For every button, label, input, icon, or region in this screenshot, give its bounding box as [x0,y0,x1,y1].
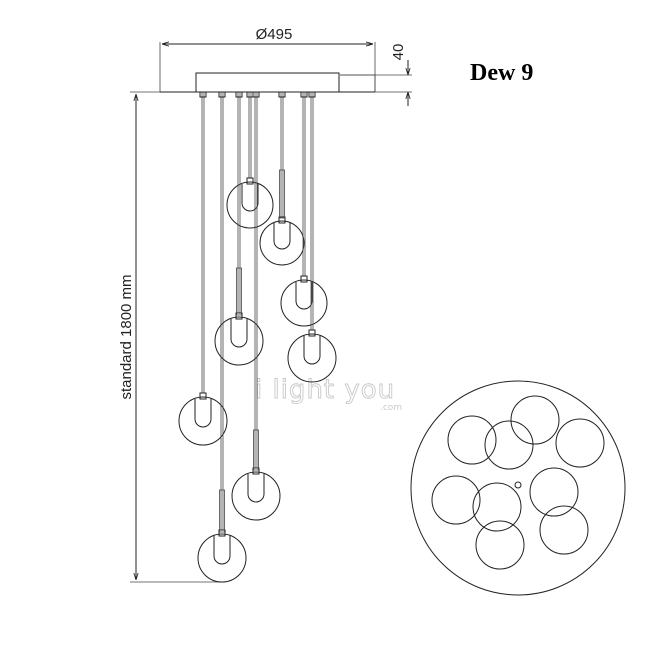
plan-globe-4 [555,418,605,468]
canopy [160,72,376,93]
globe [287,333,337,383]
plan-globe-8 [539,505,589,555]
pendant-6 [178,91,228,446]
watermark: i light you .com [255,375,403,413]
pendant-7 [231,91,281,521]
diameter-label: Ø495 [256,26,293,43]
plan-globe-9 [475,520,525,570]
height-label: 40 [390,44,407,61]
globe [259,220,305,266]
diameter-dimension: Ø495 [159,26,376,92]
plan-globe-1 [447,415,497,465]
pendant-2 [259,91,305,266]
globe [178,396,228,446]
plan-view [410,380,626,596]
globe [197,533,247,583]
plan-globe-6 [472,482,522,532]
globe [231,471,281,521]
plan-canopy-circle [410,380,626,596]
globe [214,316,264,366]
plan-globe-3 [484,420,534,470]
drop-dimension: standard 1800 mm [118,91,222,583]
product-title: Dew 9 [470,60,533,86]
globe [280,279,328,327]
watermark-domain: .com [380,403,402,413]
cable-sleeve [279,169,285,219]
plan-center-dot [514,481,522,489]
cable-sleeve [236,267,242,316]
globe [226,181,274,229]
drop-label: standard 1800 mm [118,274,135,399]
plan-globe-2 [510,395,560,445]
pendant-group [178,91,337,583]
pendant-1 [226,91,274,229]
cable-sleeve [253,429,259,471]
pendant-5 [287,91,337,383]
pendant-8 [197,91,247,583]
plan-globe-7 [529,467,579,517]
pendant-4 [214,91,264,366]
plan-globe-5 [431,475,481,525]
watermark-text: i light you [255,375,395,405]
cable-sleeve [219,489,225,533]
pendant-3 [280,91,328,327]
